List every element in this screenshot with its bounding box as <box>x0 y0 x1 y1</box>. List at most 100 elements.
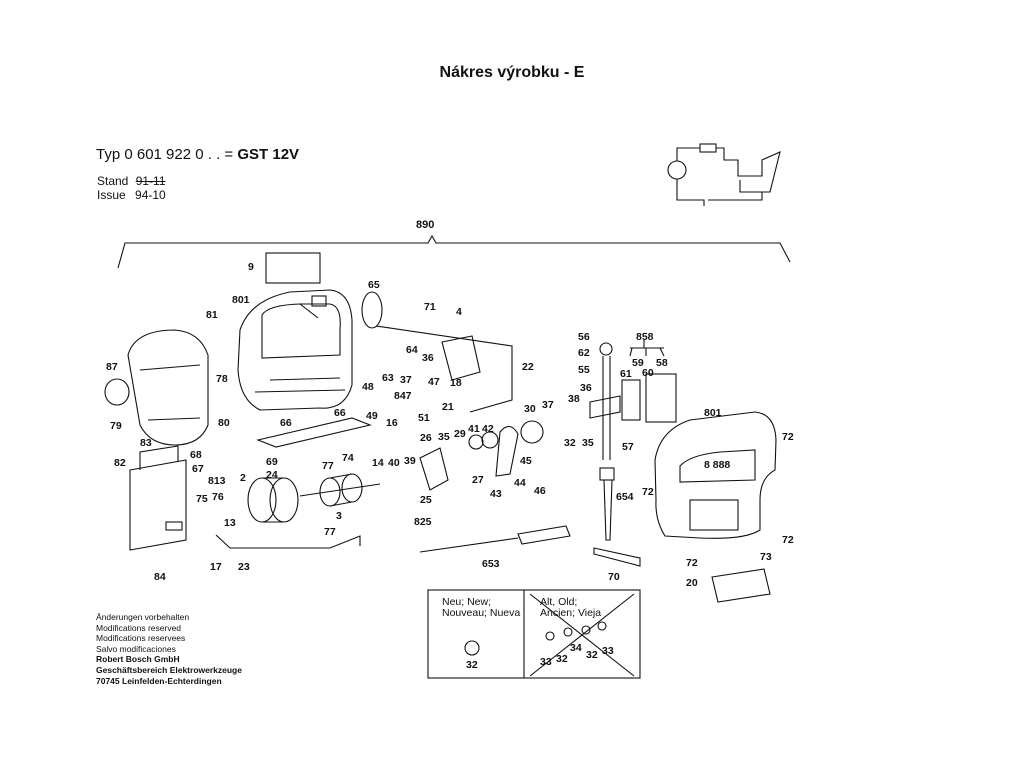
part-label: 3 <box>336 510 342 522</box>
part-label: 801 <box>704 407 722 419</box>
hex-key-70 <box>593 547 641 567</box>
part-label: 23 <box>238 561 250 573</box>
part-label: 13 <box>224 517 236 529</box>
gear-30 <box>520 420 544 444</box>
part-label: 81 <box>206 309 218 321</box>
part-label: 75 <box>196 493 208 505</box>
screwdriver-653 <box>419 525 571 553</box>
balloon-87 <box>104 378 130 406</box>
part-label: 82 <box>114 457 126 469</box>
gear-housing-right <box>654 411 777 539</box>
switch-rod-22 <box>375 325 513 413</box>
company-line: Robert Bosch GmbH <box>96 654 180 665</box>
part-label: 48 <box>362 381 374 393</box>
part-label: 30 <box>524 403 536 415</box>
magnet-cylinder-2 <box>247 477 277 523</box>
part-label: 45 <box>520 455 532 467</box>
part-label: 40 <box>388 457 400 469</box>
part-label: 858 <box>636 331 654 343</box>
plunger-rod-55 <box>599 356 615 541</box>
part-label: 77 <box>324 526 336 538</box>
part-label: 61 <box>620 368 632 380</box>
circuit-schematic-icon <box>667 143 781 206</box>
part-label: 72 <box>642 486 654 498</box>
base-plate-16 <box>256 417 372 448</box>
part-label: 72 <box>782 431 794 443</box>
part-label: 42 <box>482 423 494 435</box>
part-label: 60 <box>642 367 654 379</box>
legend-part-numbers: 32 33 32 34 32 33 <box>466 642 614 671</box>
part-label: 37 <box>400 374 412 386</box>
part-label: 43 <box>490 488 502 500</box>
part-label: 36 <box>422 352 434 364</box>
part-label: 59 <box>632 357 644 369</box>
part-label: 17 <box>210 561 222 573</box>
model-name: GST 12V <box>237 146 300 163</box>
part-label: 9 <box>248 261 254 273</box>
part-label: 37 <box>542 399 554 411</box>
legend-new-label: Neu; New; Nouveau; Nueva <box>442 596 521 619</box>
part-label: 14 <box>372 457 384 469</box>
stand-label: Stand <box>97 174 129 188</box>
label-plate-9 <box>265 252 321 284</box>
part-callouts: 9 801 65 81 71 4 87 78 64 36 63 37 47 18… <box>106 261 794 589</box>
legend-old-part: 32 <box>556 653 568 665</box>
part-label: 65 <box>368 279 380 291</box>
part-label: 80 <box>218 417 230 429</box>
battery-housing-shell <box>127 329 209 446</box>
page-title: Nákres výrobku - E <box>439 64 585 81</box>
lever-43 <box>495 425 519 477</box>
part-label: 847 <box>394 390 412 402</box>
part-label: 87 <box>106 361 118 373</box>
part-label: 27 <box>472 474 484 486</box>
note-line: Salvo modificaciones <box>96 643 176 654</box>
note-line: Modifications reservees <box>96 633 186 644</box>
balloon-65 <box>361 291 383 329</box>
part-label: 68 <box>190 449 202 461</box>
legend-old-part: 34 <box>570 642 582 654</box>
legend-old-label: Alt, Old; Ancien; Vieja <box>540 596 602 619</box>
part-label: 4 <box>456 306 462 318</box>
part-label: 66 <box>334 407 346 419</box>
company-line: Geschäftsbereich Elektrowerkzeuge <box>96 664 242 675</box>
wiring-17-23 <box>215 534 361 549</box>
part-label: 825 <box>414 516 432 528</box>
part-label: 24 <box>266 469 278 481</box>
part-label: 801 <box>232 294 250 306</box>
part-label: 69 <box>266 456 278 468</box>
part-label: 51 <box>418 412 430 424</box>
legend-old-part: 33 <box>540 656 552 668</box>
part-label: 47 <box>428 376 440 388</box>
part-label: 62 <box>578 347 590 359</box>
part-label: 16 <box>386 417 398 429</box>
note-line: Änderungen vorbehalten <box>96 612 190 622</box>
part-label: 35 <box>582 437 594 449</box>
type-prefix: Typ 0 601 922 0 . . = <box>96 146 238 163</box>
type-designation: Typ 0 601 922 0 . . = GST 12V <box>96 146 299 163</box>
part-label: 49 <box>366 410 378 422</box>
part-label: 73 <box>760 551 772 563</box>
part-label: 32 <box>564 437 576 449</box>
company-line: 70745 Leinfelden-Echterdingen <box>96 675 222 686</box>
issue-label: Issue <box>97 188 126 202</box>
part-label: 67 <box>192 463 204 475</box>
part-label: 71 <box>424 301 436 313</box>
part-label: 55 <box>578 364 590 376</box>
armature-74 <box>299 473 381 507</box>
part-label: 46 <box>534 485 546 497</box>
part-label: 84 <box>154 571 166 583</box>
support-assembly-858 <box>621 340 677 423</box>
part-label: 18 <box>450 377 462 389</box>
part-label: 70 <box>608 571 620 583</box>
part-label: 72 <box>782 534 794 546</box>
note-line: Modifications reserved <box>96 622 182 633</box>
stand-value: 91-11 <box>135 174 166 188</box>
assembly-number: 890 <box>416 219 434 231</box>
part-label: 38 <box>568 393 580 405</box>
part-label: 83 <box>140 437 152 449</box>
part-label: 63 <box>382 372 394 384</box>
footer-notes: Änderungen vorbehalten Modifications res… <box>96 612 242 686</box>
part-label: 72 <box>686 557 698 569</box>
part-label: 77 <box>322 460 334 472</box>
assembly-bracket <box>117 234 791 269</box>
